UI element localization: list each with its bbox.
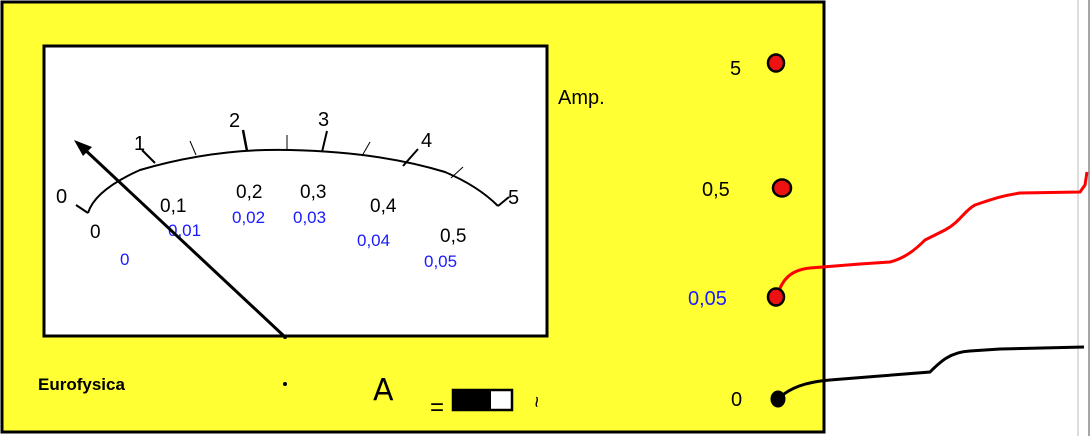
scale-5-label: 0 bbox=[56, 186, 67, 208]
scale-005-label: 0,03 bbox=[293, 208, 326, 227]
tick-0 bbox=[75, 204, 89, 214]
panel-dot bbox=[283, 382, 287, 386]
red-wire bbox=[775, 171, 1089, 297]
tick-5 bbox=[497, 196, 510, 207]
ac-symbol: ~ bbox=[525, 396, 547, 408]
dc-ac-switch[interactable] bbox=[451, 388, 514, 412]
dc-symbol: = bbox=[430, 394, 444, 421]
tick-minor bbox=[361, 141, 371, 157]
needle-arrowhead bbox=[74, 140, 92, 156]
scale-05-label: 0,1 bbox=[160, 196, 186, 217]
brand-label: Eurofysica bbox=[38, 375, 125, 394]
tick-minor bbox=[450, 166, 464, 179]
scale-05-label: 0,3 bbox=[300, 182, 326, 203]
scale-5-label: 1 bbox=[134, 133, 145, 155]
scale-5-label: 4 bbox=[421, 130, 432, 152]
scale-05-label: 0,5 bbox=[440, 226, 466, 247]
scale-005-label: 0 bbox=[120, 250, 129, 269]
scale-005-label: 0,05 bbox=[424, 252, 457, 271]
scale-05: 0 0,1 0,2 0,3 0,4 0,5 bbox=[90, 182, 466, 247]
terminal-5[interactable] bbox=[766, 53, 786, 73]
tick-2 bbox=[241, 129, 249, 152]
scale-05-label: 0,2 bbox=[236, 182, 262, 203]
scale-05-label: 0 bbox=[90, 222, 101, 243]
current-symbol: A bbox=[373, 373, 394, 408]
needle-pivot bbox=[283, 335, 287, 339]
tick-4 bbox=[402, 148, 419, 167]
scale-5-label: 3 bbox=[318, 109, 329, 131]
terminal-0-5[interactable] bbox=[771, 178, 793, 198]
black-wire bbox=[777, 345, 1085, 400]
terminal-label-0-5: 0,5 bbox=[702, 179, 730, 201]
scale-5: 0 1 2 3 4 5 bbox=[56, 109, 519, 209]
scale-005-label: 0,02 bbox=[232, 208, 265, 227]
terminal-0[interactable] bbox=[770, 390, 786, 408]
tick-3 bbox=[321, 130, 328, 153]
terminal-label-0-05: 0,05 bbox=[688, 288, 727, 310]
terminal-label-0: 0 bbox=[731, 389, 742, 411]
scale-5-label: 5 bbox=[508, 187, 519, 209]
unit-label: Amp. bbox=[558, 87, 605, 109]
terminal-0-05[interactable] bbox=[766, 287, 786, 307]
dial-window bbox=[42, 44, 549, 338]
tick-1 bbox=[141, 149, 156, 164]
scale-arc bbox=[87, 148, 499, 214]
scale-5-label: 2 bbox=[229, 110, 240, 132]
switch-knob bbox=[453, 390, 491, 410]
terminal-label-5: 5 bbox=[730, 58, 741, 80]
needle bbox=[74, 140, 287, 339]
scale-005-label: 0,04 bbox=[357, 231, 390, 250]
scale-05-label: 0,4 bbox=[370, 196, 397, 217]
tick-minor bbox=[189, 140, 197, 156]
